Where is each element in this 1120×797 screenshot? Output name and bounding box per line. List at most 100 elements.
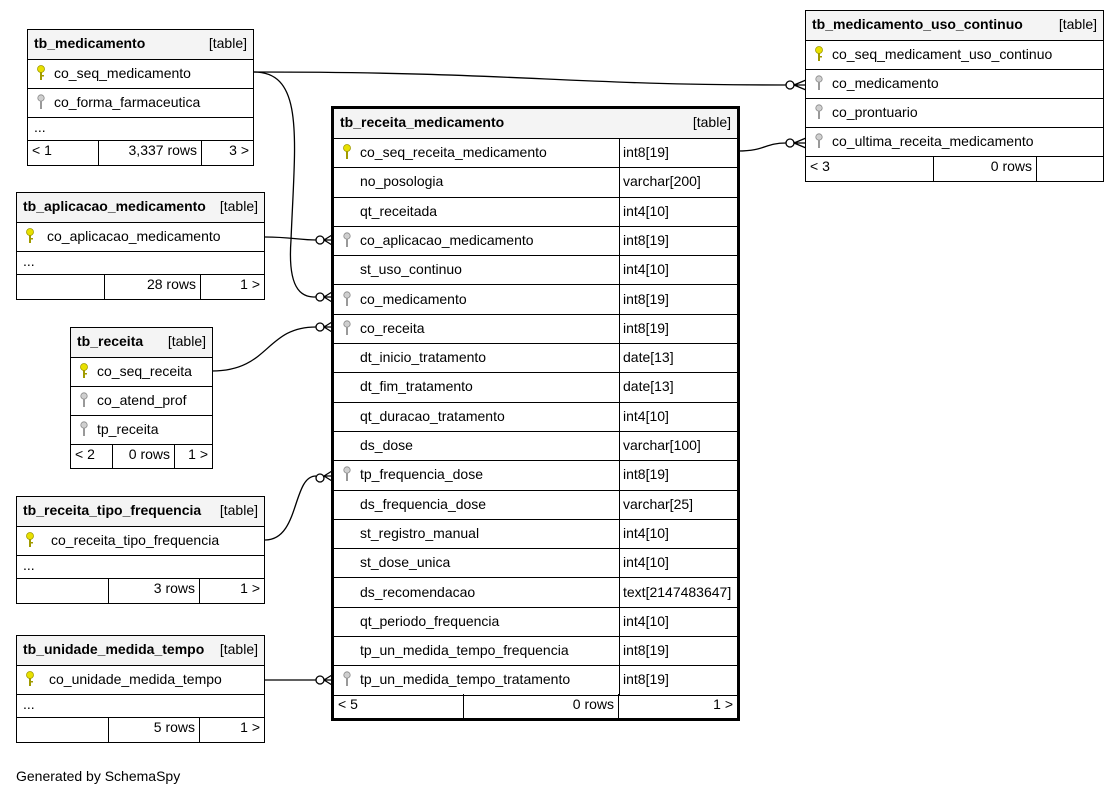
table-name: tb_receita_tipo_frequencia xyxy=(23,502,202,518)
table-tb-aplicacao-medicamento[interactable]: tb_aplicacao_medicamento [table] co_apli… xyxy=(16,192,265,300)
table-footer: 3 rows 1 > xyxy=(17,578,264,603)
table-header: tb_unidade_medida_tempo [table] xyxy=(17,636,264,666)
column-type: int4[10] xyxy=(623,554,669,571)
column-row[interactable]: co_prontuario xyxy=(806,98,1103,128)
column-type: int8[19] xyxy=(623,466,669,483)
foreign-key-icon xyxy=(80,392,88,407)
row-count: 0 rows xyxy=(128,446,170,462)
table-kind: [table] xyxy=(219,198,258,214)
table-tb-medicamento-uso-continuo[interactable]: tb_medicamento_uso_continuo [table] co_s… xyxy=(805,10,1104,182)
ellipsis-row: ... xyxy=(28,117,253,141)
table-footer: < 5 0 rows 1 > xyxy=(334,694,737,718)
column-type: int8[19] xyxy=(623,231,669,248)
column-row[interactable]: co_receita int8[19] xyxy=(334,313,737,345)
crowsfoot-lines xyxy=(323,234,333,246)
column-type: int8[19] xyxy=(623,319,669,336)
column-row[interactable]: tp_un_medida_tempo_tratamento int8[19] xyxy=(334,665,737,696)
row-count: 0 rows xyxy=(572,696,614,712)
column-row[interactable]: co_receita_tipo_frequencia xyxy=(17,526,264,556)
table-tb-unidade-medida-tempo[interactable]: tb_unidade_medida_tempo [table] co_unida… xyxy=(16,635,265,743)
child-count: 3 > xyxy=(229,142,249,158)
table-name: tb_receita_medicamento xyxy=(340,114,505,130)
table-tb-receita-tipo-frequencia[interactable]: tb_receita_tipo_frequencia [table] co_re… xyxy=(16,496,265,604)
column-name: ds_dose xyxy=(360,437,413,453)
column-row[interactable]: co_unidade_medida_tempo xyxy=(17,665,264,695)
edge-medicamento-to-uso-continuo xyxy=(253,71,787,86)
ellipsis-row: ... xyxy=(17,694,264,718)
child-count: 1 > xyxy=(713,696,733,712)
foreign-key-icon xyxy=(343,671,351,687)
table-tb-receita-medicamento[interactable]: tb_receita_medicamento [table] co_seq_re… xyxy=(331,106,740,721)
table-kind: [table] xyxy=(219,502,258,518)
column-name: ds_recomendacao xyxy=(360,583,476,600)
column-name: co_seq_medicamento xyxy=(54,65,191,81)
table-tb-receita[interactable]: tb_receita [table] co_seq_receita co_ate… xyxy=(70,327,213,469)
table-tb-medicamento[interactable]: tb_medicamento [table] co_seq_medicament… xyxy=(27,29,254,166)
column-row[interactable]: st_uso_continuo int4[10] xyxy=(334,255,737,286)
row-count: 3,337 rows xyxy=(128,142,197,158)
child-count: 1 > xyxy=(188,446,208,462)
column-name: co_seq_receita xyxy=(97,363,192,379)
table-kind: [table] xyxy=(692,114,731,130)
crowsfoot-circle xyxy=(315,675,325,685)
column-row[interactable]: co_atend_prof xyxy=(71,386,212,416)
column-row[interactable]: no_posologia varchar[200] xyxy=(334,167,737,198)
column-row[interactable]: co_aplicacao_medicamento xyxy=(17,222,264,252)
more-columns-ellipsis: ... xyxy=(23,696,35,712)
child-count: 1 > xyxy=(240,276,260,292)
foreign-key-icon xyxy=(343,320,351,335)
foreign-key-icon xyxy=(815,133,823,148)
foreign-key-icon xyxy=(343,290,351,306)
parent-count: < 5 xyxy=(338,696,358,712)
primary-key-icon xyxy=(26,532,34,547)
primary-key-icon xyxy=(26,671,34,686)
column-type: int4[10] xyxy=(623,261,669,278)
column-row[interactable]: co_seq_receita xyxy=(71,357,212,387)
row-count: 28 rows xyxy=(146,276,196,292)
column-row[interactable]: tp_receita xyxy=(71,415,212,445)
column-name: st_uso_continuo xyxy=(360,261,462,278)
column-row[interactable]: co_seq_medicament_uso_continuo xyxy=(806,40,1103,70)
column-row[interactable]: co_ultima_receita_medicamento xyxy=(806,127,1103,157)
column-row[interactable]: co_seq_medicamento xyxy=(28,59,253,89)
column-name: tp_un_medida_tempo_frequencia xyxy=(360,642,569,659)
column-name: tp_un_medida_tempo_tratamento xyxy=(360,671,571,688)
table-kind: [table] xyxy=(1058,16,1097,32)
column-row[interactable]: co_medicamento xyxy=(806,69,1103,99)
column-name: co_forma_farmaceutica xyxy=(54,94,201,110)
column-name: no_posologia xyxy=(360,173,444,190)
column-name: dt_fim_tratamento xyxy=(360,378,473,395)
table-name: tb_unidade_medida_tempo xyxy=(23,641,205,657)
column-type: varchar[25] xyxy=(623,495,694,512)
column-name: co_seq_medicament_uso_continuo xyxy=(832,46,1053,62)
column-name: co_ultima_receita_medicamento xyxy=(832,133,1034,149)
column-type: int8[19] xyxy=(623,671,669,688)
column-type: varchar[200] xyxy=(623,173,701,190)
column-name: co_receita xyxy=(360,319,425,336)
crowsfoot-lines xyxy=(793,137,807,149)
column-name: qt_periodo_frequencia xyxy=(360,612,500,629)
primary-key-icon xyxy=(26,228,34,243)
primary-key-icon xyxy=(815,46,823,61)
column-row[interactable]: co_forma_farmaceutica xyxy=(28,88,253,118)
edge-tipo-frequencia-to-receita-medicamento xyxy=(264,475,317,541)
table-header: tb_receita_medicamento [table] xyxy=(334,109,737,139)
more-columns-ellipsis: ... xyxy=(34,119,46,135)
parent-count: < 1 xyxy=(32,142,52,158)
